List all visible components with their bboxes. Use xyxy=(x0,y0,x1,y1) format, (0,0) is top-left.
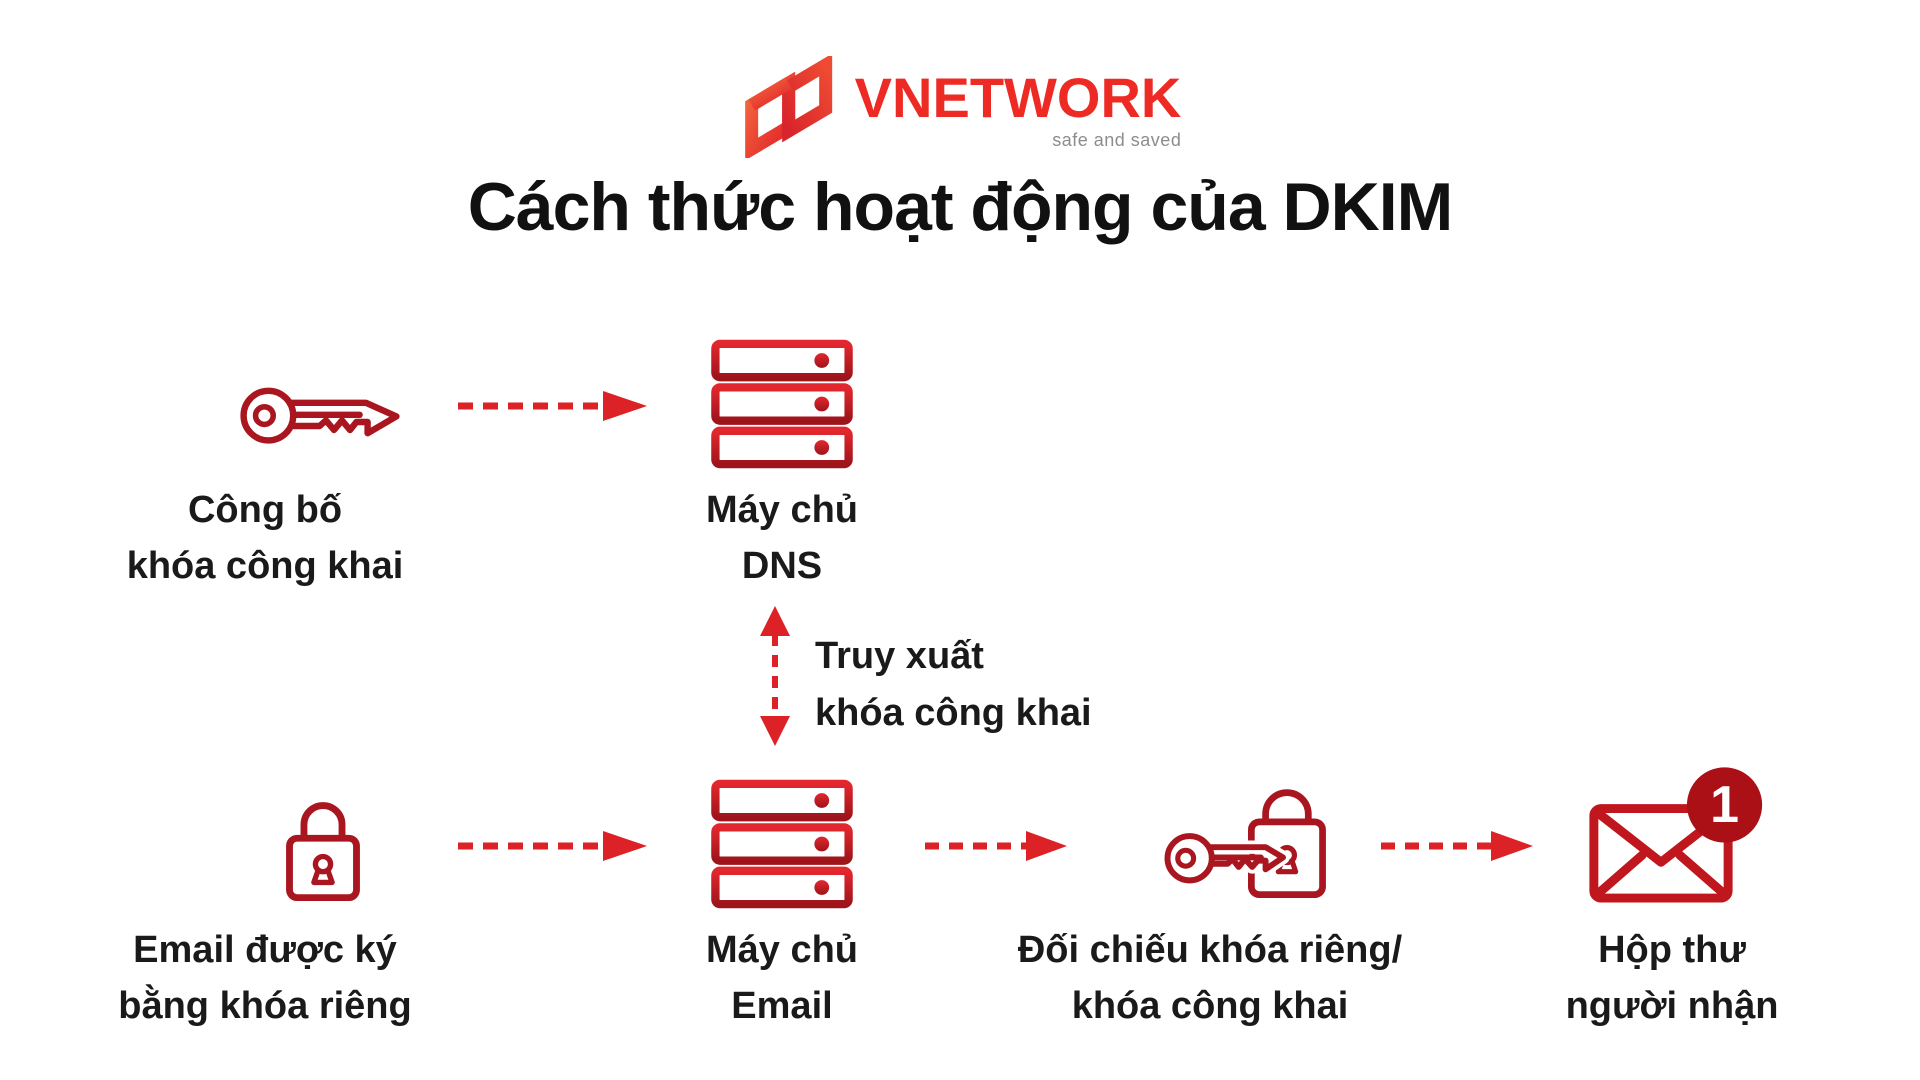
label-line: Công bố xyxy=(187,489,343,531)
brand-tagline: safe and saved xyxy=(1052,130,1182,150)
label-signed-email: Email được ký bằng khóa riêng xyxy=(85,922,445,1034)
server-icon xyxy=(711,779,853,909)
label-recipient-inbox: Hộp thư người nhận xyxy=(1492,922,1852,1034)
server-icon xyxy=(711,339,853,469)
vnetwork-logo: VNETWORK safe and saved xyxy=(739,56,1182,158)
label-line: người nhận xyxy=(1565,985,1779,1027)
page-title: Cách thức hoạt động của DKIM xyxy=(467,169,1454,245)
label-line: Máy chủ xyxy=(705,489,859,531)
envelope-icon: 1 xyxy=(1589,767,1763,903)
arrow-publish-to-dns xyxy=(458,391,647,421)
arrow-email-to-server xyxy=(458,831,647,861)
label-line: bằng khóa riêng xyxy=(118,985,412,1027)
label-line: Hộp thư xyxy=(1598,929,1746,971)
badge-count: 1 xyxy=(1710,776,1739,834)
label-line: DNS xyxy=(741,545,823,587)
arrow-match-to-inbox xyxy=(1381,831,1533,861)
label-line: Email được ký xyxy=(133,929,397,971)
key-lock-icon xyxy=(1160,789,1326,898)
notification-badge xyxy=(1686,767,1763,843)
brand-name: VNETWORK xyxy=(854,66,1182,129)
label-publish-key: Công bố khóa công khai xyxy=(115,482,415,594)
lock-icon xyxy=(286,802,360,902)
label-line: Truy xuất xyxy=(815,635,984,677)
label-retrieve-key: Truy xuất khóa công khai xyxy=(815,628,1235,742)
key-icon xyxy=(240,387,400,444)
arrow-server-to-match xyxy=(925,831,1067,861)
label-line: Máy chủ xyxy=(705,929,859,971)
arrow-retrieve-key xyxy=(760,606,790,746)
label-key-match: Đối chiếu khóa riêng/ khóa công khai xyxy=(1010,922,1410,1034)
label-line: khóa công khai xyxy=(1071,985,1349,1027)
vnetwork-logo-icon xyxy=(745,56,833,158)
label-email-server: Máy chủ Email xyxy=(602,922,962,1034)
label-line: Email xyxy=(731,985,833,1027)
label-line: khóa công khai xyxy=(126,545,404,587)
vnetwork-logo-text: VNETWORK safe and saved xyxy=(855,56,1182,151)
label-dns-server: Máy chủ DNS xyxy=(632,482,932,594)
label-line: Đối chiếu khóa riêng/ xyxy=(1017,929,1403,971)
label-line: khóa công khai xyxy=(815,692,1092,734)
